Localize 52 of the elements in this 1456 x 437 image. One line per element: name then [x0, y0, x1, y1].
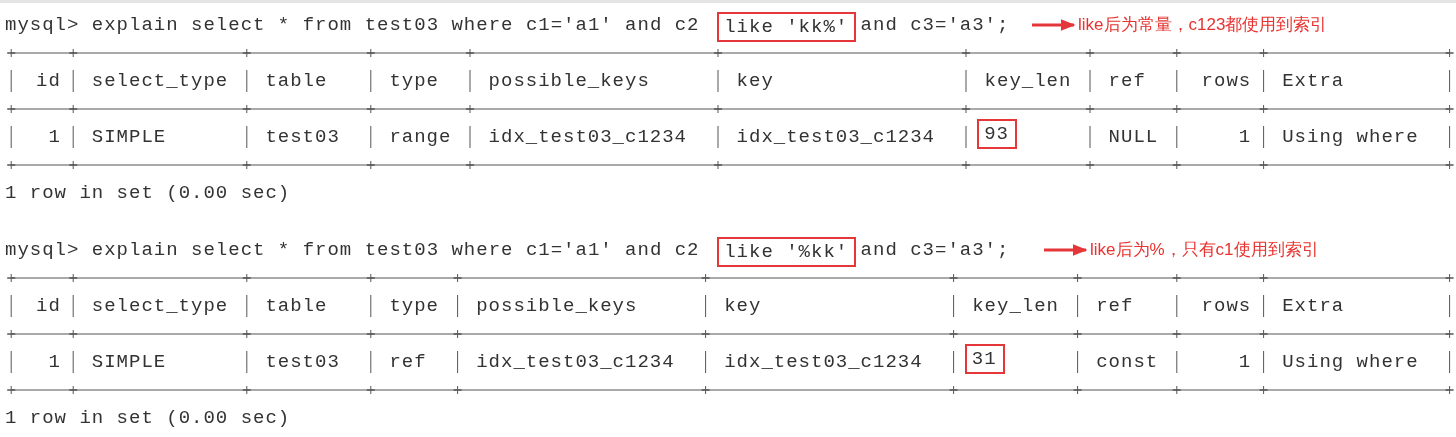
column-header: id [36, 295, 61, 317]
table-cell: test03 [265, 351, 340, 373]
column-header: key_len [972, 295, 1059, 317]
highlight-box: 31 [964, 344, 1005, 374]
table-cell: NULL [1108, 126, 1159, 148]
highlight-box: 93 [977, 119, 1017, 149]
command-line: mysql> explain select * from test03 where c1='a1' and c2 [5, 14, 700, 36]
table-cell: 1 [1238, 351, 1252, 373]
highlight-box: like 'kk%' [717, 12, 857, 42]
column-header: select_type [91, 295, 229, 317]
table-cell: Using where [1282, 351, 1419, 373]
column-header: possible_keys [476, 295, 638, 317]
column-header: Extra [1282, 70, 1345, 92]
highlight-box: like '%kk' [717, 237, 857, 267]
table-cell: idx_test03_c1234 [724, 351, 923, 373]
table-cell: 1 [48, 351, 61, 373]
table-cell: idx_test03_c1234 [736, 126, 936, 148]
table-cell: ref [389, 351, 427, 373]
column-header: select_type [91, 70, 229, 92]
annotation-text: like后为常量，c123都使用到索引 [1078, 14, 1328, 36]
table-cell: test03 [265, 126, 340, 148]
column-header: ref [1096, 295, 1134, 317]
column-header: id [36, 70, 61, 92]
table-cell: Using where [1282, 126, 1419, 148]
column-header: key [736, 70, 774, 92]
column-header: rows [1201, 295, 1252, 317]
column-header: key [724, 295, 762, 317]
arrow [1044, 244, 1088, 256]
command-line: mysql> explain select * from test03 where c1='a1' and c2 [5, 239, 700, 261]
table-cell: range [389, 126, 452, 148]
command-line: and c3='a3'; [860, 239, 1010, 261]
table-cell: SIMPLE [91, 126, 167, 148]
table-cell: 1 [48, 126, 61, 148]
column-header: table [265, 295, 328, 317]
arrow [1032, 19, 1076, 31]
table-cell: SIMPLE [91, 351, 167, 373]
column-header: Extra [1282, 295, 1345, 317]
result-footer: 1 row in set (0.00 sec) [5, 407, 291, 429]
column-header: ref [1108, 70, 1146, 92]
table-cell: 1 [1238, 126, 1252, 148]
table-cell: const [1096, 351, 1159, 373]
column-header: rows [1201, 70, 1252, 92]
column-header: possible_keys [488, 70, 650, 92]
command-line: and c3='a3'; [860, 14, 1010, 36]
table-cell: idx_test03_c1234 [488, 126, 688, 148]
column-header: key_len [984, 70, 1072, 92]
result-footer: 1 row in set (0.00 sec) [5, 182, 291, 204]
column-header: type [389, 70, 439, 92]
table-cell: idx_test03_c1234 [476, 351, 675, 373]
annotation-text: like后为%，只有c1使用到索引 [1090, 239, 1319, 261]
column-header: table [265, 70, 328, 92]
column-header: type [389, 295, 439, 317]
